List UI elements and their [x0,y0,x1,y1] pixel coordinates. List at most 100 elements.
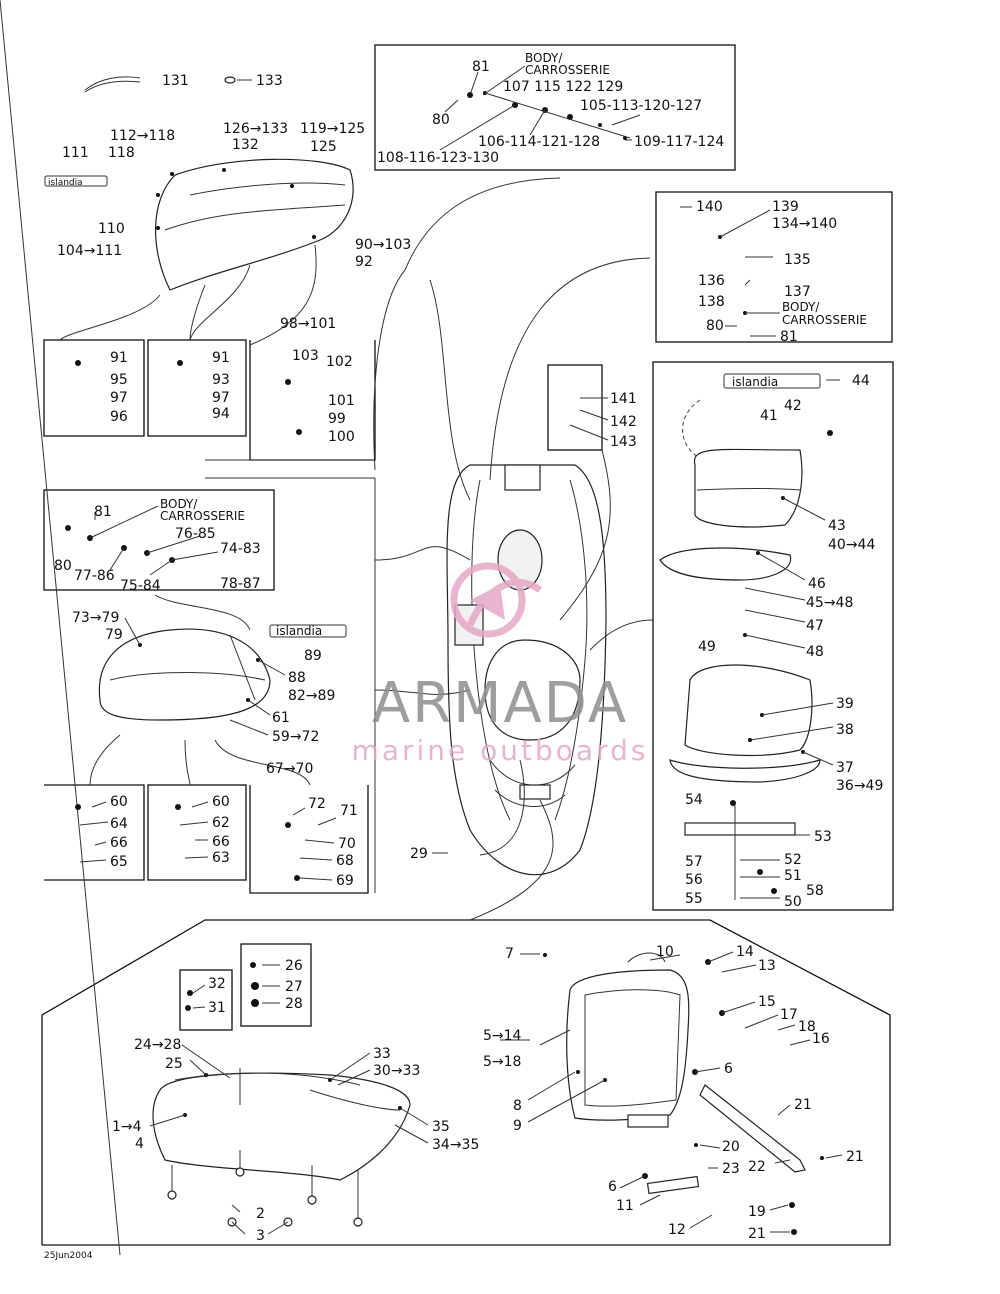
date-code: 25Jun2004 [44,1251,93,1261]
callout-49: 49 [698,639,716,655]
callout-54: 54 [685,792,703,808]
callout-8: 8 [513,1098,522,1114]
callout-50: 50 [784,894,802,910]
callout-91a: 91 [110,350,128,366]
callout-25: 25 [165,1056,183,1072]
callout-80: 80 [432,112,450,128]
callout-11: 11 [616,1198,634,1214]
callout-131: 131 [162,73,189,89]
callout-15: 15 [758,994,776,1010]
callout-81b: 81 [780,329,798,345]
callout-125: 125 [310,139,337,155]
callout-5b: 5→18 [483,1054,521,1070]
armada-watermark: ARMADA marine outboards [352,562,645,767]
callout-4: 4 [135,1136,144,1152]
callout-106: 106-114-121-128 [478,134,600,150]
callout-56: 56 [685,872,703,888]
callout-51: 51 [784,868,802,884]
callout-89: 89 [304,648,322,664]
callout-80b: 80 [706,318,724,334]
islandia-logo-top-left: islandia [44,175,108,188]
callout-135: 135 [784,252,811,268]
callout-119: 119→125 [300,121,365,137]
callout-37: 37 [836,760,854,776]
callout-108: 108-116-123-130 [377,150,499,166]
callout-132: 132 [232,137,259,153]
callout-31: 31 [208,1000,226,1016]
callout-66a: 66 [110,835,128,851]
callout-1: 1→4 [112,1119,142,1135]
callout-88: 88 [288,670,306,686]
label-leaders [79,65,843,1235]
callout-18: 18 [798,1019,816,1035]
callout-101: 101 [328,393,355,409]
rear-seat-assembly [659,448,821,900]
callout-35: 35 [432,1119,450,1135]
body-note-1: BODY/ [525,51,563,65]
callout-19: 19 [748,1204,766,1220]
callout-26: 26 [285,958,303,974]
callout-7: 7 [505,946,514,962]
callout-96: 96 [110,409,128,425]
callout-24: 24→28 [134,1037,181,1053]
callout-76: 76-85 [175,526,216,542]
callout-67: 67→70 [266,761,313,777]
callout-111: 111 [62,145,89,161]
callout-9: 9 [513,1118,522,1134]
callout-78: 78-87 [220,576,261,592]
callout-141: 141 [610,391,637,407]
armada-logo-icon [450,562,543,638]
callout-139: 139 [772,199,799,215]
callout-2: 2 [256,1206,265,1222]
callout-36: 36→49 [836,778,883,794]
callout-21c: 21 [748,1226,766,1242]
callout-43: 43 [828,518,846,534]
callout-138: 138 [698,294,725,310]
callout-10: 10 [656,944,674,960]
callout-32: 32 [208,976,226,992]
callout-63: 63 [212,850,230,866]
watermark-brand: ARMADA [372,671,628,736]
callout-66b: 66 [212,834,230,850]
callout-97b: 97 [212,390,230,406]
callout-39: 39 [836,696,854,712]
middle-seat [98,628,271,721]
callout-102: 102 [326,354,353,370]
callout-34: 34→35 [432,1137,479,1153]
callout-44: 44 [852,373,870,389]
callout-48: 48 [806,644,824,660]
callout-77: 77-86 [74,568,115,584]
callout-142: 142 [610,414,637,430]
leader-curves [0,0,721,1256]
callout-57: 57 [685,854,703,870]
callout-140a: 140 [696,199,723,215]
callout-16: 16 [812,1031,830,1047]
callout-104: 104→111 [57,243,122,259]
callout-21a: 21 [794,1097,812,1113]
callout-68: 68 [336,853,354,869]
callout-109: 109-117-124 [634,134,724,150]
callout-60b: 60 [212,794,230,810]
callout-12: 12 [668,1222,686,1238]
callout-64: 64 [110,816,128,832]
callout-81c: 81 [94,504,112,520]
callout-59: 59→72 [272,729,319,745]
body-note-2b: CARROSSERIE [782,313,867,327]
callout-80c: 80 [54,558,72,574]
callout-81: 81 [472,59,490,75]
callout-53: 53 [814,829,832,845]
islandia-logo-right: islandia [723,373,821,389]
callout-52: 52 [784,852,802,868]
callout-5a: 5→14 [483,1028,522,1044]
callout-61: 61 [272,710,290,726]
part-labels: 131 133 81 80 107 115 122 129 105-113-12… [54,59,883,1244]
logo-text-2: islandia [276,624,322,638]
callout-74: 74-83 [220,541,261,557]
callout-40: 40→44 [828,537,875,553]
callout-91b: 91 [212,350,230,366]
callout-58: 58 [806,883,824,899]
callout-70: 70 [338,836,356,852]
callout-112: 112→118 [110,128,175,144]
logo-text-1: islandia [48,178,83,188]
